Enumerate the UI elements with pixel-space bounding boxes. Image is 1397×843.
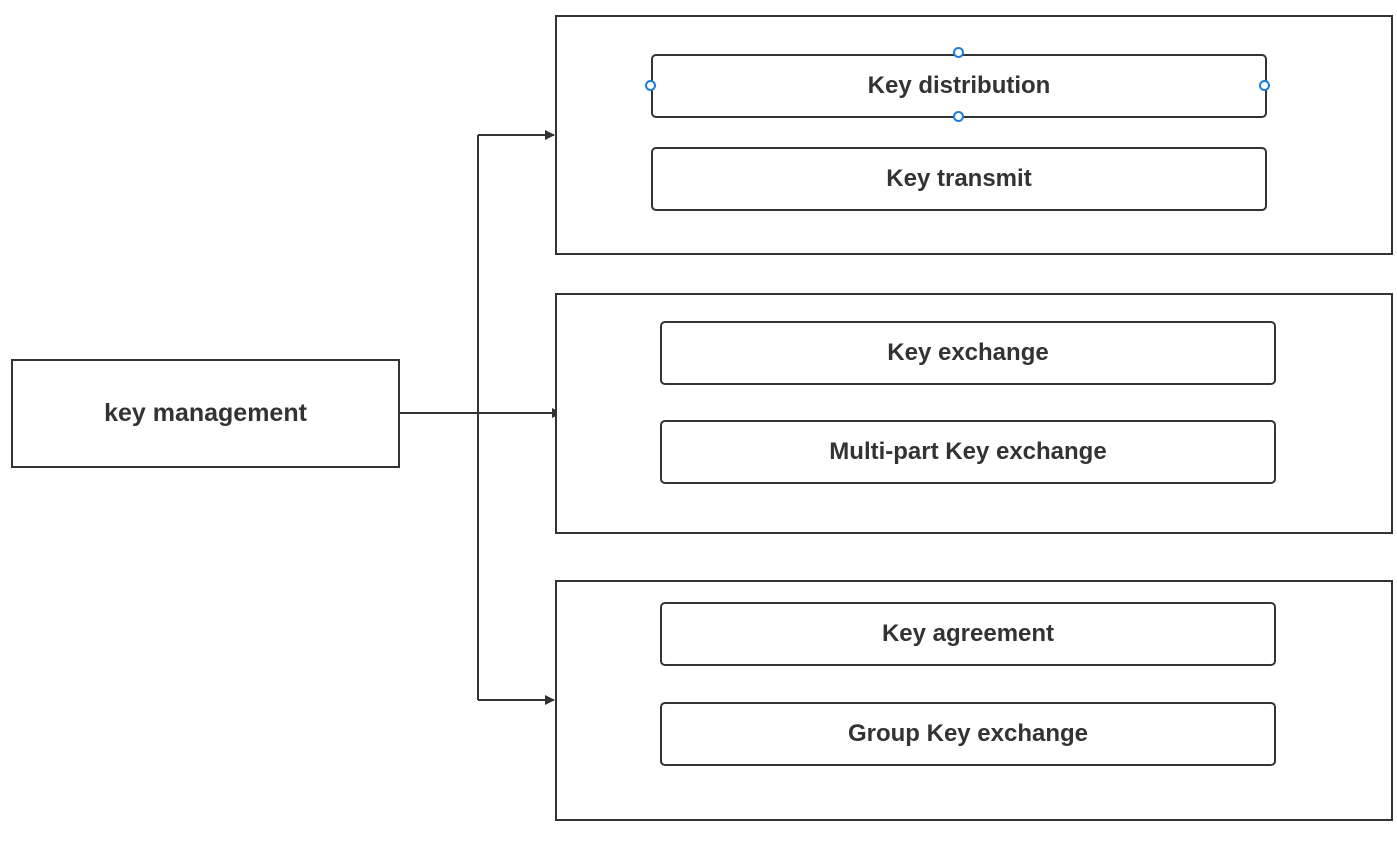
selection-handle-left[interactable] — [645, 80, 656, 91]
selection-handle-bottom[interactable] — [953, 111, 964, 122]
root-node-label: key management — [104, 399, 307, 427]
node-key-distribution[interactable]: Key distribution — [651, 54, 1267, 118]
node-group-key-exchange[interactable]: Group Key exchange — [660, 702, 1276, 766]
group-container-1[interactable] — [555, 15, 1393, 255]
node-label: Key transmit — [886, 165, 1032, 192]
node-label: Multi-part Key exchange — [829, 438, 1107, 465]
root-node[interactable]: key management — [11, 359, 400, 468]
node-label: Group Key exchange — [847, 720, 1089, 747]
node-key-agreement[interactable]: Key agreement — [660, 602, 1276, 666]
selection-handle-right[interactable] — [1259, 80, 1270, 91]
selection-handle-top[interactable] — [953, 47, 964, 58]
node-key-exchange[interactable]: Key exchange — [660, 321, 1276, 385]
node-multi-part-key-exchange[interactable]: Multi-part Key exchange — [660, 420, 1276, 484]
node-key-transmit[interactable]: Key transmit — [651, 147, 1267, 211]
node-label: Key distribution — [867, 72, 1051, 99]
node-label: Key exchange — [887, 339, 1049, 366]
node-label: Key agreement — [881, 620, 1055, 647]
